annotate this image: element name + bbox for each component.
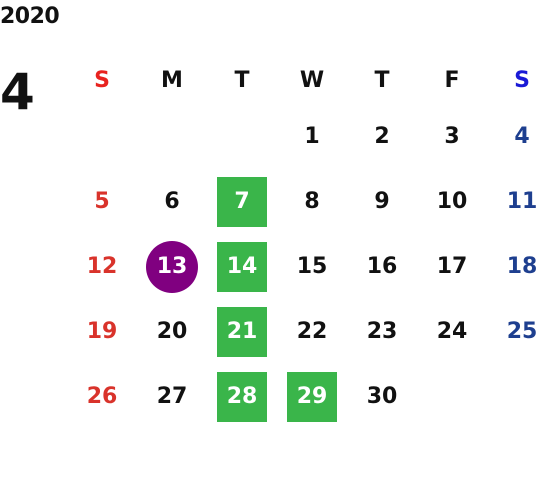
calendar-day-15[interactable]: 15 bbox=[277, 234, 347, 299]
day-number: 30 bbox=[366, 384, 398, 409]
calendar-day-27[interactable]: 27 bbox=[137, 364, 207, 429]
day-number: 14 bbox=[217, 241, 267, 292]
weekday-header-fri: F bbox=[444, 67, 460, 93]
year-label: 2020 bbox=[0, 4, 60, 29]
calendar-day-9[interactable]: 9 bbox=[347, 169, 417, 234]
day-number: 2 bbox=[374, 124, 390, 149]
weekday-header-mon: M bbox=[161, 67, 183, 93]
calendar-day-3[interactable]: 3 bbox=[417, 104, 487, 169]
day-number: 15 bbox=[296, 254, 328, 279]
day-number: 16 bbox=[366, 254, 398, 279]
day-number: 19 bbox=[86, 319, 118, 344]
day-number: 3 bbox=[444, 124, 460, 149]
calendar-day-10[interactable]: 10 bbox=[417, 169, 487, 234]
calendar-day-30[interactable]: 30 bbox=[347, 364, 417, 429]
calendar-day-16[interactable]: 16 bbox=[347, 234, 417, 299]
day-number: 28 bbox=[217, 371, 267, 422]
day-number: 8 bbox=[304, 189, 320, 214]
calendar-day-17[interactable]: 17 bbox=[417, 234, 487, 299]
weekday-header-sat: S bbox=[514, 67, 530, 93]
calendar-day-13-today[interactable]: 13 bbox=[137, 234, 207, 299]
calendar-day-21-highlighted[interactable]: 21 bbox=[207, 299, 277, 364]
day-number: 24 bbox=[436, 319, 468, 344]
calendar-empty-cell bbox=[207, 104, 277, 169]
day-number: 12 bbox=[86, 254, 118, 279]
calendar-day-5[interactable]: 5 bbox=[67, 169, 137, 234]
calendar-day-25[interactable]: 25 bbox=[487, 299, 548, 364]
calendar-day-11[interactable]: 11 bbox=[487, 169, 548, 234]
calendar-day-22[interactable]: 22 bbox=[277, 299, 347, 364]
calendar-empty-cell bbox=[137, 104, 207, 169]
calendar-day-26[interactable]: 26 bbox=[67, 364, 137, 429]
month-number: 4 bbox=[0, 63, 35, 121]
day-number: 7 bbox=[217, 176, 267, 227]
calendar-day-4[interactable]: 4 bbox=[487, 104, 548, 169]
calendar-day-2[interactable]: 2 bbox=[347, 104, 417, 169]
day-number: 29 bbox=[287, 371, 337, 422]
calendar-day-1[interactable]: 1 bbox=[277, 104, 347, 169]
calendar-empty-cell bbox=[67, 104, 137, 169]
calendar-day-19[interactable]: 19 bbox=[67, 299, 137, 364]
calendar-day-29-highlighted[interactable]: 29 bbox=[277, 364, 347, 429]
day-number: 21 bbox=[217, 306, 267, 357]
calendar-day-20[interactable]: 20 bbox=[137, 299, 207, 364]
day-number: 6 bbox=[164, 189, 180, 214]
day-number: 4 bbox=[514, 124, 530, 149]
calendar-day-28-highlighted[interactable]: 28 bbox=[207, 364, 277, 429]
weekday-header-sun: S bbox=[94, 67, 110, 93]
day-number: 10 bbox=[436, 189, 468, 214]
weekday-header-wed: W bbox=[299, 67, 325, 93]
calendar-day-23[interactable]: 23 bbox=[347, 299, 417, 364]
calendar-day-8[interactable]: 8 bbox=[277, 169, 347, 234]
day-number: 5 bbox=[94, 189, 110, 214]
day-number: 26 bbox=[86, 384, 118, 409]
day-number: 1 bbox=[304, 124, 320, 149]
calendar-day-12[interactable]: 12 bbox=[67, 234, 137, 299]
day-number: 17 bbox=[436, 254, 468, 279]
calendar-empty-cell bbox=[487, 364, 548, 429]
calendar-day-14-highlighted[interactable]: 14 bbox=[207, 234, 277, 299]
day-number: 13 bbox=[146, 240, 198, 293]
weekday-header-tue: T bbox=[234, 67, 250, 93]
calendar-day-24[interactable]: 24 bbox=[417, 299, 487, 364]
day-number: 23 bbox=[366, 319, 398, 344]
calendar-day-7-highlighted[interactable]: 7 bbox=[207, 169, 277, 234]
day-number: 9 bbox=[374, 189, 390, 214]
day-number: 22 bbox=[296, 319, 328, 344]
weekday-header-thu: T bbox=[374, 67, 390, 93]
day-number: 27 bbox=[156, 384, 188, 409]
day-number: 25 bbox=[506, 319, 538, 344]
day-number: 20 bbox=[156, 319, 188, 344]
day-number: 11 bbox=[506, 189, 538, 214]
calendar-day-6[interactable]: 6 bbox=[137, 169, 207, 234]
calendar-empty-cell bbox=[417, 364, 487, 429]
day-number: 18 bbox=[506, 254, 538, 279]
calendar-day-18[interactable]: 18 bbox=[487, 234, 548, 299]
